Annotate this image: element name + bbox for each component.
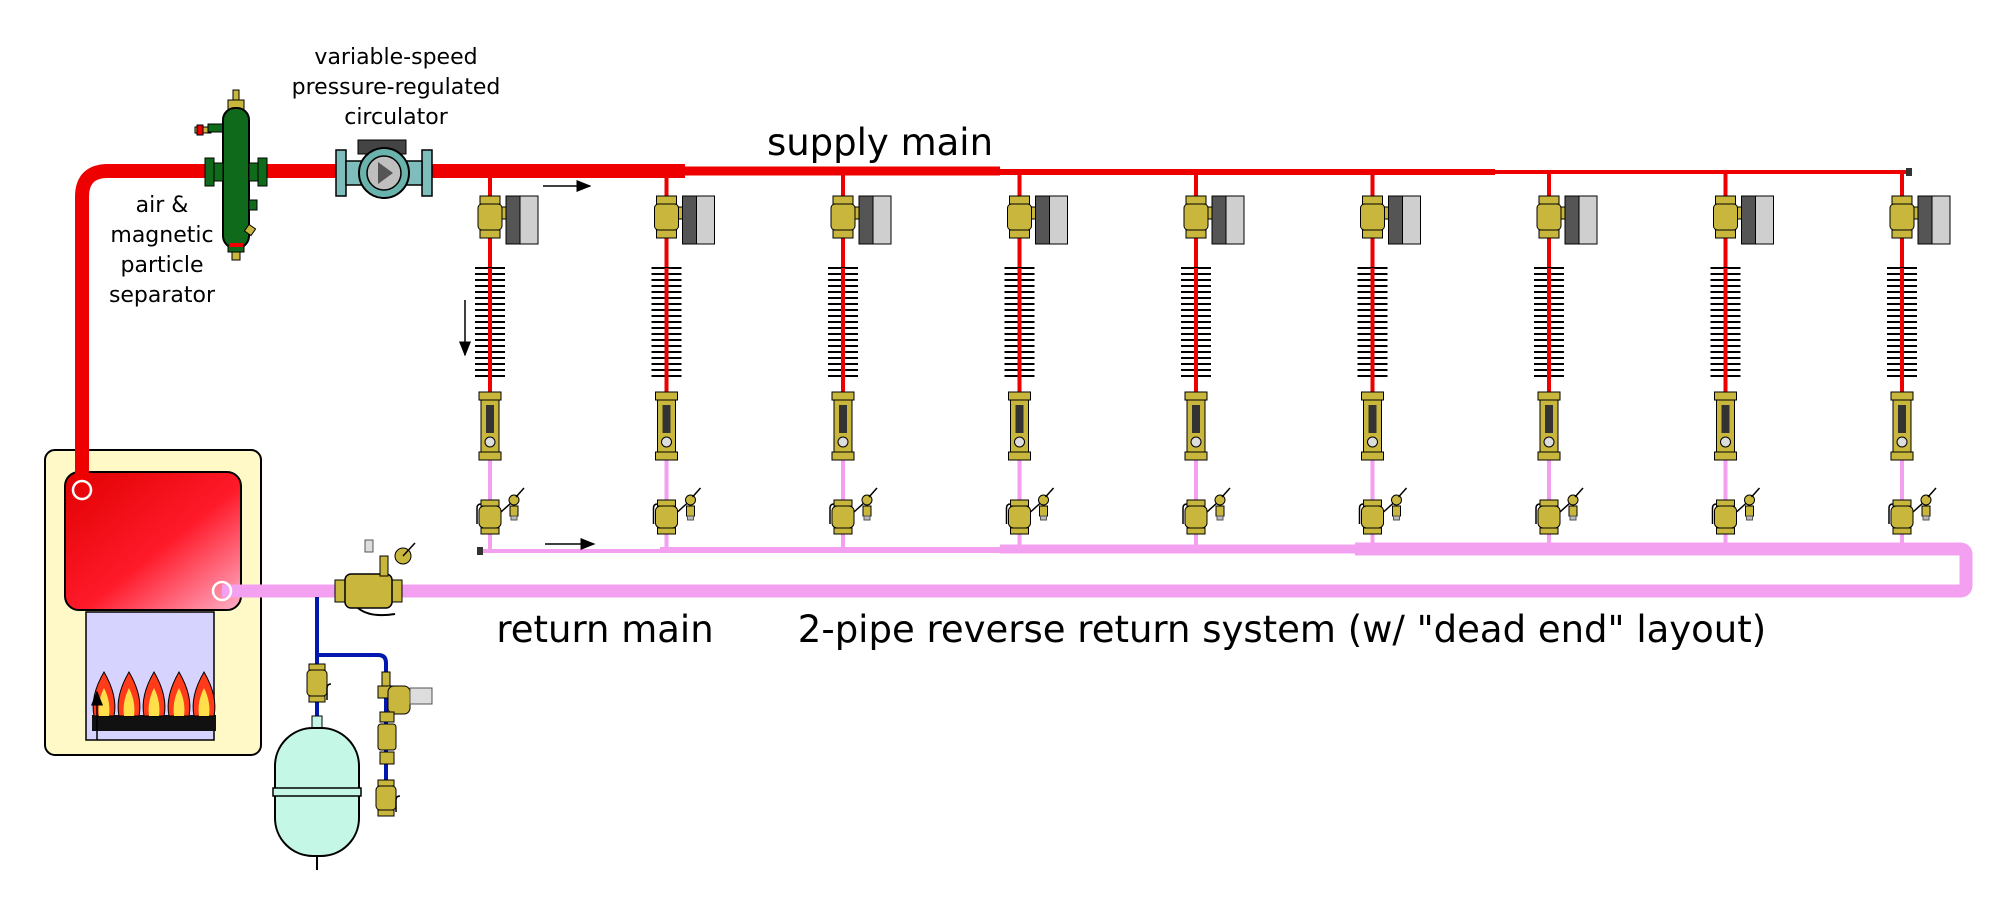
branch-4	[1004, 172, 1068, 550]
flow-meter	[1008, 391, 1031, 461]
system-title: 2-pipe reverse return system (w/ "dead e…	[798, 608, 1766, 651]
supply-piping	[75, 164, 1912, 487]
makeup-water-assembly	[375, 671, 433, 817]
zone-valve	[1183, 195, 1245, 245]
zone-valve	[1007, 195, 1068, 245]
separator-label-line2: magnetic	[110, 223, 213, 248]
isolation-valve	[1005, 487, 1055, 535]
return-main-label: return main	[496, 608, 713, 651]
isolation-valve	[829, 487, 878, 535]
branch-5	[1181, 172, 1245, 550]
isolation-valve	[1711, 487, 1761, 535]
flow-meter	[1184, 391, 1208, 461]
separator-label-line3: particle	[121, 253, 204, 278]
return-port	[211, 580, 233, 602]
branch-1	[475, 172, 539, 550]
flow-meter	[478, 391, 502, 461]
zone-valve	[1713, 195, 1774, 245]
isolation-valve	[1358, 487, 1408, 535]
boiler	[44, 449, 262, 756]
zone-valve	[654, 195, 715, 245]
circulator	[335, 139, 433, 199]
fin-tube-element	[1534, 267, 1564, 380]
fin-tube-element	[1004, 267, 1035, 380]
fin-tube-element	[651, 267, 682, 380]
flow-meter	[1361, 391, 1384, 461]
flow-meter	[1537, 391, 1561, 461]
branch-7	[1534, 172, 1598, 550]
expansion-tank	[272, 715, 362, 870]
circulator-label-line2: pressure-regulated	[292, 75, 501, 100]
burner	[92, 715, 216, 731]
zone-valve	[1536, 195, 1598, 245]
return-main-valve	[334, 539, 416, 617]
flow-meter	[831, 391, 855, 461]
fin-tube-element	[828, 267, 858, 380]
fin-tube-element	[1181, 267, 1211, 380]
expansion-piping	[315, 597, 388, 790]
separator-label-line1: air &	[136, 193, 189, 218]
fin-tube-element	[1357, 267, 1388, 380]
isolation-valve	[476, 487, 525, 535]
supply-main-label: supply main	[767, 121, 993, 164]
isolation-valve	[1888, 487, 1937, 535]
branch-circuits	[475, 172, 1951, 550]
isolation-valve	[1182, 487, 1231, 535]
branch-8	[1710, 172, 1774, 550]
air-separator	[194, 89, 268, 261]
circulator-label-line3: circulator	[344, 105, 448, 130]
flow-meter	[1890, 391, 1914, 461]
burner-flames	[92, 671, 216, 717]
flow-meter	[1714, 391, 1737, 461]
return-piping	[222, 542, 1973, 598]
tank-isolation-valve	[306, 663, 332, 703]
supply-port	[71, 479, 93, 501]
zone-valve	[1889, 195, 1951, 245]
zone-valve	[1360, 195, 1421, 245]
zone-valve	[830, 195, 892, 245]
branch-2	[651, 172, 715, 550]
fin-tube-element	[1887, 267, 1917, 380]
isolation-valve	[1535, 487, 1584, 535]
branch-9	[1887, 172, 1951, 550]
separator-label-line4: separator	[109, 283, 216, 308]
branch-3	[828, 172, 892, 550]
zone-valve	[477, 195, 539, 245]
branch-6	[1357, 172, 1421, 550]
fin-tube-element	[475, 267, 505, 380]
flow-meter	[655, 391, 678, 461]
fin-tube-element	[1710, 267, 1741, 380]
circulator-label-line1: variable-speed	[314, 45, 477, 70]
heat-exchanger	[64, 471, 242, 611]
isolation-valve	[652, 487, 702, 535]
